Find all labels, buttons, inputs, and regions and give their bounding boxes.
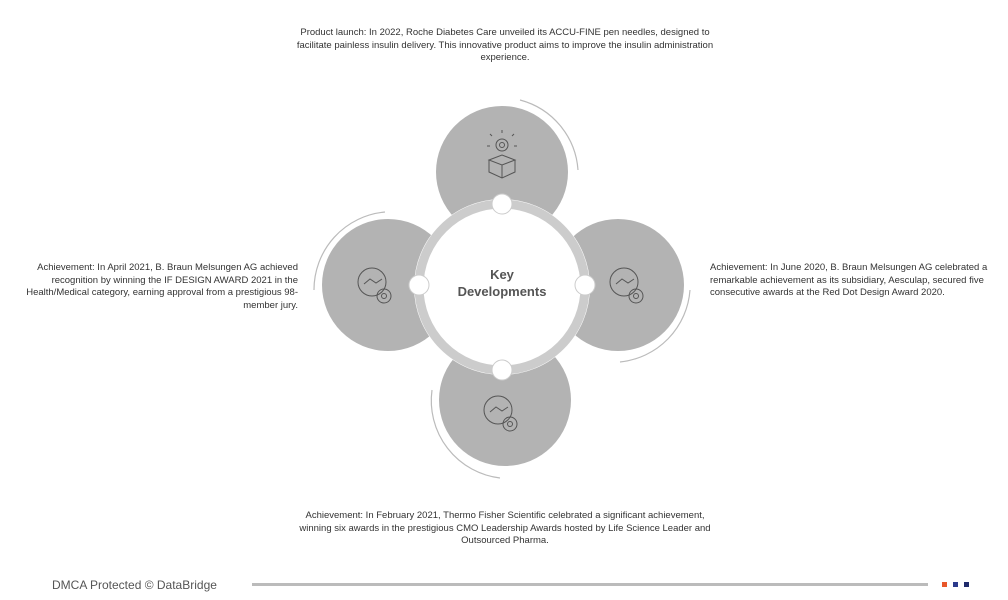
center-title-line1: Key	[490, 267, 514, 282]
node-top	[491, 193, 513, 215]
center-disc	[414, 199, 590, 375]
left-description: Achievement: In April 2021, B. Braun Mel…	[26, 262, 298, 311]
footer-square-navy	[964, 582, 969, 587]
node-left	[408, 274, 430, 296]
footer-square-blue	[953, 582, 958, 587]
center-title-line2: Developments	[457, 284, 547, 299]
handshake-gear-icon	[357, 267, 392, 304]
center-title: Key Developments	[442, 266, 562, 300]
bottom-description: Achievement: In February 2021, Thermo Fi…	[299, 510, 711, 546]
top-description: Product launch: In 2022, Roche Diabetes …	[296, 27, 714, 63]
top-accent-arc	[519, 99, 579, 171]
handshake-gear-icon	[609, 267, 644, 304]
lightbulb-box-icon	[487, 130, 517, 179]
bottom-accent-arc	[430, 389, 501, 479]
right-circle	[552, 219, 684, 351]
left-accent-arc	[313, 211, 386, 291]
footer-copyright: DMCA Protected © DataBridge	[52, 578, 217, 592]
node-bottom	[491, 359, 513, 381]
footer-divider	[252, 583, 928, 586]
handshake-gear-icon	[483, 395, 518, 432]
node-right	[574, 274, 596, 296]
footer-square-orange	[942, 582, 947, 587]
right-description: Achievement: In June 2020, B. Braun Mels…	[710, 262, 988, 298]
right-accent-arc	[619, 289, 691, 363]
